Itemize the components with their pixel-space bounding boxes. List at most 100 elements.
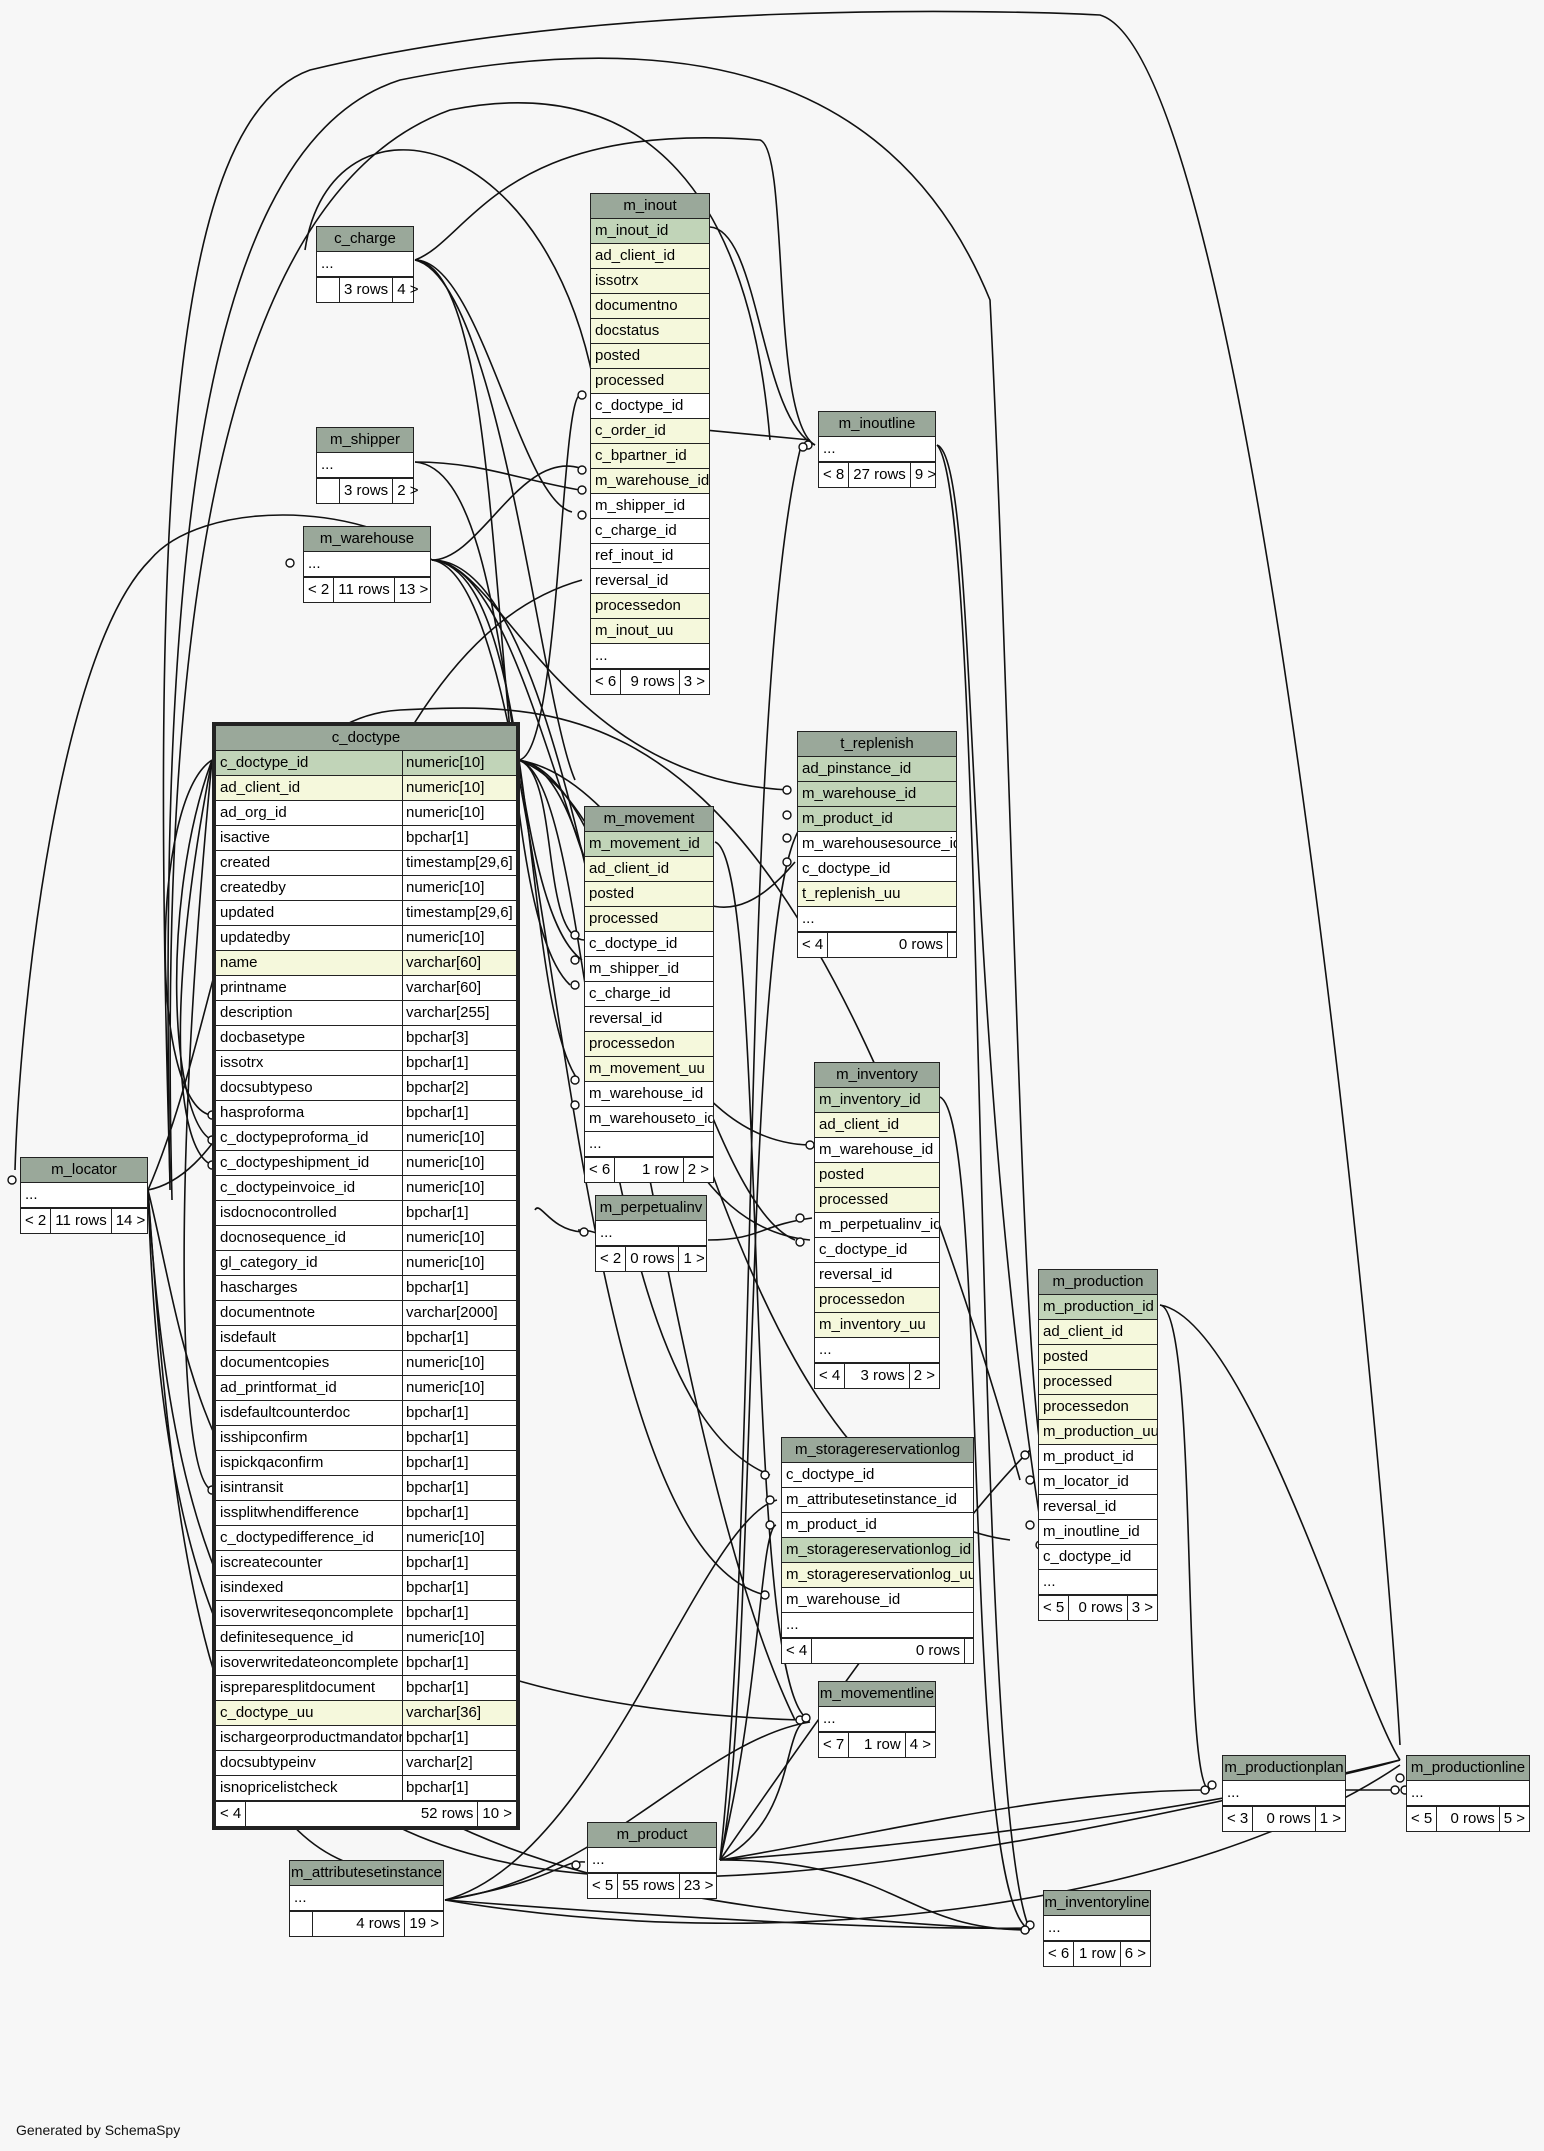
child-count[interactable] bbox=[965, 1639, 973, 1663]
table-title[interactable]: m_movement bbox=[585, 807, 713, 832]
column-row[interactable]: reversal_id bbox=[585, 1007, 713, 1032]
column-row[interactable]: m_product_id bbox=[1039, 1445, 1157, 1470]
parent-count[interactable]: < 4 bbox=[216, 1802, 247, 1826]
column-row[interactable]: posted bbox=[815, 1163, 939, 1188]
column-row[interactable]: ... bbox=[317, 453, 413, 478]
table-title[interactable]: m_shipper bbox=[317, 428, 413, 453]
column-row[interactable]: reversal_id bbox=[1039, 1495, 1157, 1520]
column-row[interactable]: m_shipper_id bbox=[585, 957, 713, 982]
child-count[interactable]: 13 > bbox=[398, 581, 429, 598]
parent-count[interactable]: < 8 bbox=[819, 463, 850, 487]
column-row[interactable]: ... bbox=[304, 552, 430, 577]
parent-count[interactable]: < 5 bbox=[588, 1874, 619, 1898]
child-count[interactable]: 9 > bbox=[914, 466, 937, 483]
column-row[interactable]: ... bbox=[815, 1338, 939, 1363]
column-row[interactable]: c_doctype_id bbox=[782, 1463, 973, 1488]
parent-count[interactable]: < 6 bbox=[585, 1158, 616, 1182]
column-row[interactable]: c_bpartner_id bbox=[591, 444, 709, 469]
table-title[interactable]: m_production bbox=[1039, 1270, 1157, 1295]
column-row[interactable]: m_locator_id bbox=[1039, 1470, 1157, 1495]
column-row[interactable]: processedon bbox=[585, 1032, 713, 1057]
column-row[interactable]: m_inventory_id bbox=[815, 1088, 939, 1113]
column-row[interactable]: m_warehouse_id bbox=[782, 1588, 973, 1613]
column-row[interactable]: ref_inout_id bbox=[591, 544, 709, 569]
column-row[interactable]: posted bbox=[591, 344, 709, 369]
parent-count[interactable]: < 2 bbox=[596, 1247, 627, 1271]
column-row[interactable]: m_perpetualinv_id bbox=[815, 1213, 939, 1238]
child-count[interactable]: 5 > bbox=[1503, 1810, 1525, 1827]
column-row[interactable]: c_charge_id bbox=[585, 982, 713, 1007]
column-row[interactable]: ad_client_id bbox=[815, 1113, 939, 1138]
column-row[interactable]: reversal_id bbox=[815, 1263, 939, 1288]
column-row[interactable]: ... bbox=[585, 1132, 713, 1157]
child-count[interactable]: 14 > bbox=[115, 1212, 146, 1229]
table-title[interactable]: m_inoutline bbox=[819, 412, 935, 437]
parent-count[interactable] bbox=[317, 278, 340, 302]
column-row[interactable]: m_shipper_id bbox=[591, 494, 709, 519]
column-row[interactable]: m_inoutline_id bbox=[1039, 1520, 1157, 1545]
column-row[interactable]: reversal_id bbox=[591, 569, 709, 594]
child-count[interactable]: 2 > bbox=[687, 1161, 709, 1178]
column-row[interactable]: posted bbox=[585, 882, 713, 907]
column-row[interactable]: ... bbox=[596, 1221, 706, 1246]
child-count[interactable]: 2 > bbox=[913, 1367, 935, 1384]
column-row[interactable]: m_production_uu bbox=[1039, 1420, 1157, 1445]
column-row[interactable]: c_doctype_id bbox=[798, 857, 956, 882]
column-row[interactable]: m_warehouse_id bbox=[815, 1138, 939, 1163]
table-title[interactable]: c_doctype bbox=[216, 726, 516, 751]
column-row[interactable]: ... bbox=[1039, 1570, 1157, 1595]
table-title[interactable]: m_inventoryline bbox=[1044, 1891, 1150, 1916]
parent-count[interactable]: < 6 bbox=[591, 670, 622, 694]
column-row[interactable]: docstatus bbox=[591, 319, 709, 344]
column-row[interactable]: c_doctype_id bbox=[815, 1238, 939, 1263]
column-row[interactable]: c_charge_id bbox=[591, 519, 709, 544]
table-title[interactable]: m_productionline bbox=[1407, 1756, 1529, 1781]
column-row[interactable]: ... bbox=[290, 1886, 443, 1911]
parent-count[interactable]: < 5 bbox=[1407, 1807, 1438, 1831]
column-row[interactable]: ... bbox=[588, 1848, 716, 1873]
child-count[interactable]: 3 > bbox=[1131, 1599, 1153, 1616]
column-row[interactable]: m_warehouse_id bbox=[585, 1082, 713, 1107]
parent-count[interactable]: < 2 bbox=[304, 578, 335, 602]
column-row[interactable]: ... bbox=[1044, 1916, 1150, 1941]
column-row[interactable]: issotrx bbox=[591, 269, 709, 294]
column-row[interactable]: posted bbox=[1039, 1345, 1157, 1370]
column-row[interactable]: m_product_id bbox=[782, 1513, 973, 1538]
child-count[interactable]: 23 > bbox=[683, 1877, 714, 1894]
column-row[interactable]: m_warehouse_id bbox=[591, 469, 709, 494]
table-title[interactable]: c_charge bbox=[317, 227, 413, 252]
column-row[interactable]: m_product_id bbox=[798, 807, 956, 832]
column-row[interactable]: t_replenish_uu bbox=[798, 882, 956, 907]
parent-count[interactable] bbox=[290, 1912, 313, 1936]
child-count[interactable]: 2 > bbox=[397, 482, 419, 499]
